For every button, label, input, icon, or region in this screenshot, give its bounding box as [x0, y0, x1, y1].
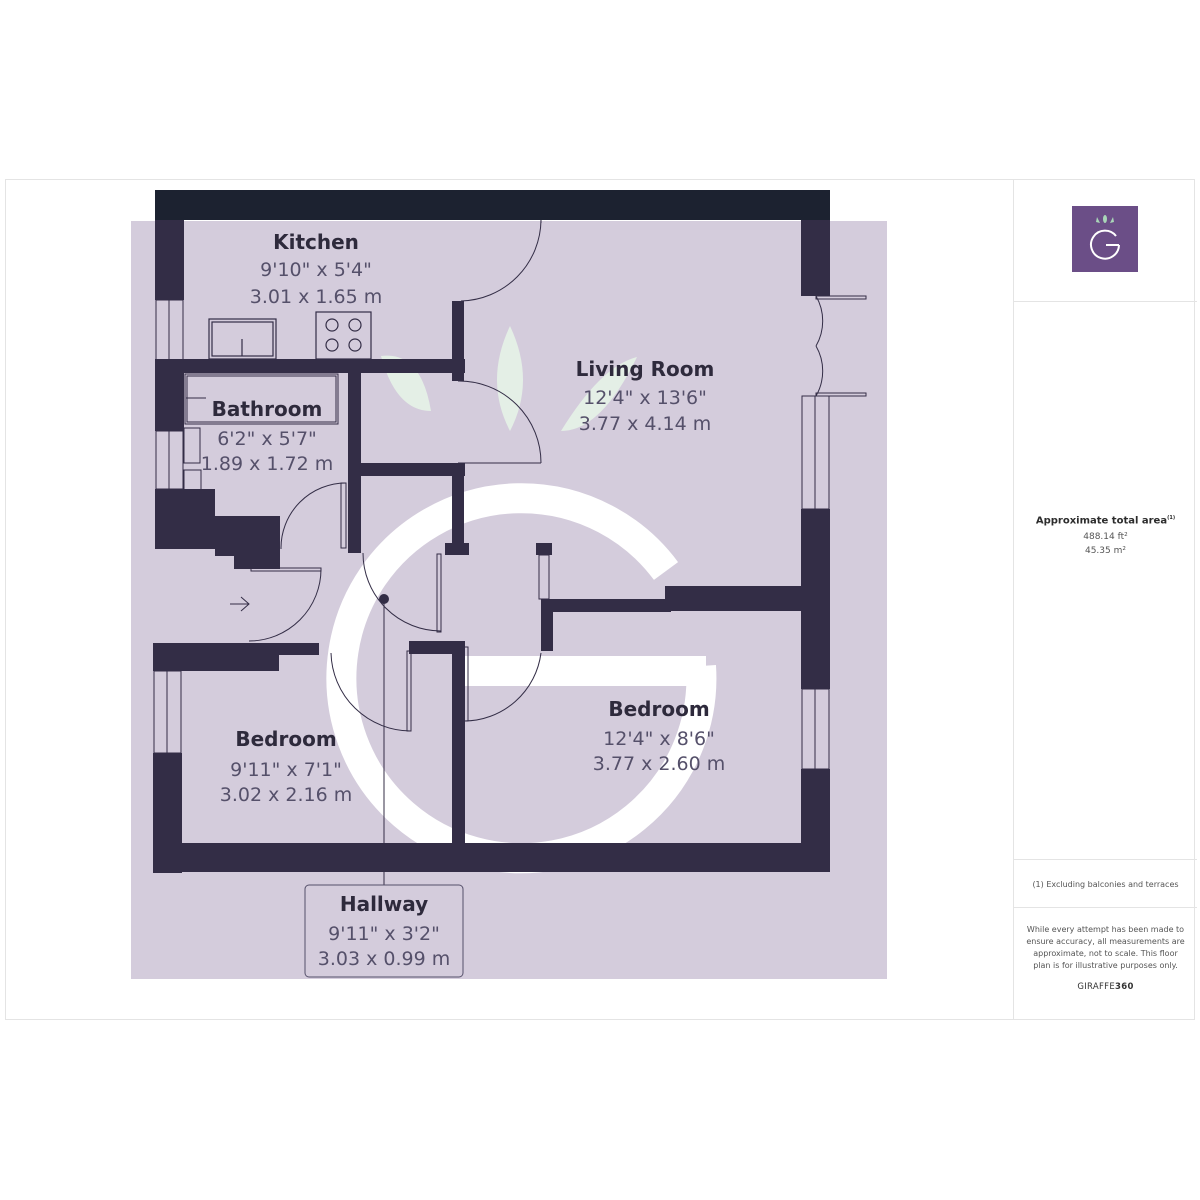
bathroom-imperial: 6'2" x 5'7" — [217, 428, 317, 450]
bathroom-name: Bathroom — [212, 397, 323, 421]
entrance-arrow-icon — [230, 596, 250, 612]
floor-plan-drawing: Kitchen 9'10" x 5'4" 3.01 x 1.65 m Livin… — [131, 190, 887, 979]
logo-section — [1014, 180, 1197, 302]
area-title: Approximate total area(1) — [1035, 515, 1176, 527]
footnote-section: (1) Excluding balconies and terraces — [1014, 859, 1197, 908]
disclaimer-text: While every attempt has been made to ens… — [1026, 925, 1185, 970]
bedroom-2-imperial: 12'4" x 8'6" — [603, 728, 715, 750]
doors — [248, 219, 867, 732]
watermark-g-icon — [326, 483, 717, 874]
bedroom-2-metric: 3.77 x 2.60 m — [593, 753, 725, 775]
bathroom-metric: 1.89 x 1.72 m — [201, 453, 333, 475]
floor-plan-sheet: Kitchen 9'10" x 5'4" 3.01 x 1.65 m Livin… — [5, 179, 1197, 1021]
hallway-metric: 3.03 x 0.99 m — [318, 948, 450, 970]
bedroom-1-metric: 3.02 x 2.16 m — [220, 784, 352, 806]
living-room-metric: 3.77 x 4.14 m — [579, 413, 711, 435]
giraffe360-logo-icon — [1072, 206, 1138, 272]
living-room-name: Living Room — [576, 357, 715, 381]
hallway-imperial: 9'11" x 3'2" — [328, 923, 440, 945]
area-ft: 488.14 ft² — [1083, 532, 1128, 543]
hallway-name: Hallway — [340, 892, 428, 916]
bedroom-2-name: Bedroom — [608, 697, 709, 721]
kitchen-name: Kitchen — [273, 230, 359, 254]
floor-plan: Kitchen 9'10" x 5'4" 3.01 x 1.65 m Livin… — [6, 180, 1018, 1021]
kitchen-metric: 3.01 x 1.65 m — [250, 286, 382, 308]
living-room-imperial: 12'4" x 13'6" — [583, 387, 707, 409]
top-wall — [155, 190, 830, 220]
bedroom-1-name: Bedroom — [235, 727, 336, 751]
bathroom-fixtures — [183, 373, 339, 493]
disclaimer-section: While every attempt has been made to ens… — [1014, 907, 1197, 1019]
kitchen-imperial: 9'10" x 5'4" — [260, 259, 372, 281]
brand-wordmark: GIRAFFE360 — [1077, 982, 1134, 992]
walls — [153, 220, 830, 873]
info-sidebar: Approximate total area(1) 488.14 ft² 45.… — [1013, 180, 1197, 1019]
bedroom-1-imperial: 9'11" x 7'1" — [230, 759, 342, 781]
kitchen-fixtures — [208, 311, 372, 360]
hallway-label-box — [304, 884, 464, 978]
footnote-text: (1) Excluding balconies and terraces — [1032, 880, 1179, 889]
area-section: Approximate total area(1) 488.14 ft² 45.… — [1014, 301, 1197, 860]
area-m: 45.35 m² — [1084, 546, 1126, 557]
